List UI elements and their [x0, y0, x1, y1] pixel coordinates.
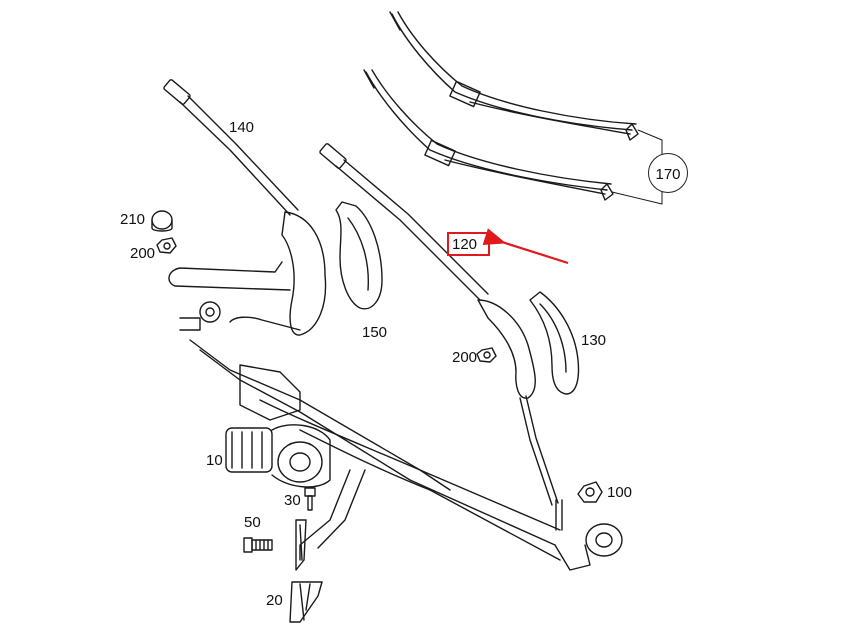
bolt-50[interactable] — [243, 537, 273, 553]
callout-10[interactable]: 10 — [206, 452, 223, 469]
callout-30[interactable]: 30 — [284, 492, 301, 509]
wiper-blade-lower[interactable] — [363, 69, 614, 201]
arm-cover-130[interactable] — [529, 291, 580, 395]
callout-150[interactable]: 150 — [362, 324, 388, 341]
callout-50[interactable]: 50 — [244, 514, 261, 531]
callout-100[interactable]: 100 — [607, 484, 633, 501]
callout-130[interactable]: 130 — [581, 332, 607, 349]
callout-200-right[interactable]: 200 — [452, 349, 478, 366]
callout-170: 170 — [655, 166, 681, 183]
cover-cap-210[interactable] — [151, 210, 173, 232]
callout-140[interactable]: 140 — [229, 119, 255, 136]
nut-200-left[interactable] — [156, 237, 177, 254]
nut-200-right[interactable] — [476, 347, 497, 363]
mount-bracket — [295, 519, 307, 571]
wiper-arm-right[interactable] — [319, 143, 559, 506]
wiper-arm-left[interactable] — [163, 79, 327, 336]
callout-200-left[interactable]: 200 — [130, 245, 156, 262]
callout-170-badge[interactable]: 170 — [648, 153, 688, 193]
callout-120[interactable]: 120 — [452, 236, 478, 253]
callout-20[interactable]: 20 — [266, 592, 283, 609]
bolt-30[interactable] — [304, 487, 316, 511]
arm-cover-150[interactable] — [335, 201, 383, 310]
wiper-linkage-assembly[interactable] — [179, 301, 623, 571]
wiper-blade-upper[interactable] — [389, 11, 639, 141]
bracket-20[interactable] — [289, 581, 323, 623]
highlight-arrow — [482, 228, 569, 265]
nut-100[interactable] — [577, 481, 603, 503]
callout-210[interactable]: 210 — [120, 211, 146, 228]
highlight-box-120[interactable] — [447, 232, 490, 256]
